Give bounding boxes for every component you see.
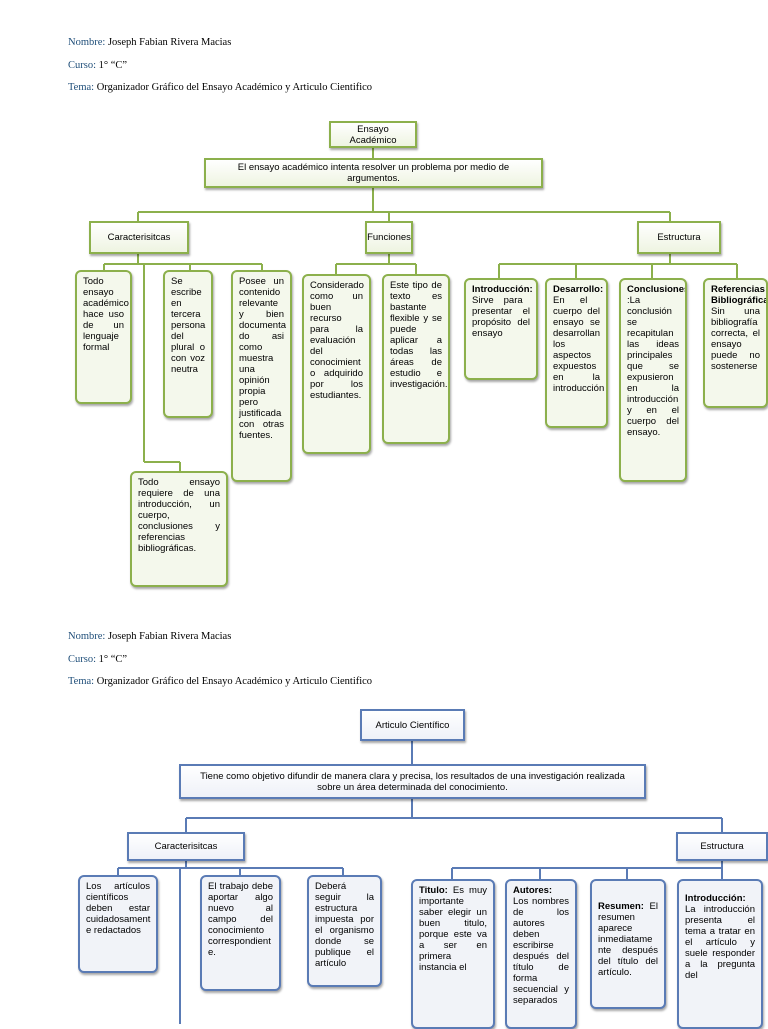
essay-estructura-referencias: Referencias Bibliográficas: Sin una bibl… [703,278,768,408]
article-estructura-introduccion: Introducción: La introducción presenta e… [677,879,763,1029]
article-estructura-titulo-title: Titulo: [419,885,448,896]
student-name-2: Nombre: Joseph Fabian Rivera Macias [68,630,231,643]
name-label-2: Nombre: [68,631,106,642]
course-2: Curso: 1° “C” [68,653,127,666]
essay-estructura-referencias-title: Referencias Bibliográfica [711,284,768,306]
article-estructura-resumen-title: Resumen: [598,901,644,912]
essay-estructura-introduccion-text: Sirve para presentar el propósito del en… [472,295,530,339]
article-estructura-autores: Autores: Los nombres de los autores debe… [505,879,577,1029]
essay-root-node: Ensayo Académico [329,121,417,148]
essay-estructura-conclusiones-text: :La conclusión se recapitulan las ideas … [627,295,679,438]
article-root-node: Articulo Científico [360,709,465,741]
article-definition-node: Tiene como objetivo difundir de manera c… [179,764,646,799]
essay-branch-estructura: Estructura [637,221,721,254]
topic-value-2: Organizador Gráfico del Ensayo Académico… [94,676,373,687]
topic-label-2: Tema: [68,676,95,687]
essay-caracteristica-3: Posee un contenido relevante y bien docu… [231,270,292,482]
article-caracteristica-3: Deberá seguir la estructura impuesta por… [307,875,382,987]
article-estructura-introduccion-text: La introducción presenta el tema a trata… [685,904,755,981]
course: Curso: 1° “C” [68,59,127,72]
article-branch-caracteristicas: Caracterisitcas [127,832,245,861]
article-estructura-autores-text: Los nombres de los autores deben escribi… [513,896,569,1006]
student-name: Nombre: Joseph Fabian Rivera Macias [68,36,231,49]
essay-caracteristica-1: Todo ensayo académico hace uso de un len… [75,270,132,404]
article-estructura-introduccion-title: Introducción: [685,893,746,904]
article-branch-estructura: Estructura [676,832,768,861]
article-estructura-resumen: Resumen: El resumen aparece inmediatame … [590,879,666,1009]
topic-value: Organizador Gráfico del Ensayo Académico… [94,82,373,93]
topic-2: Tema: Organizador Gráfico del Ensayo Aca… [68,675,372,688]
essay-funcion-1: Considerado como un buen recurso para la… [302,274,371,454]
essay-branch-funciones: Funciones [365,221,413,254]
topic: Tema: Organizador Gráfico del Ensayo Aca… [68,81,372,94]
essay-branch-caracteristicas: Caracterisitcas [89,221,189,254]
essay-caracteristica-4: Todo ensayo requiere de una introducción… [130,471,228,587]
course-label-2: Curso: [68,654,97,665]
essay-estructura-introduccion: Introducción: Sirve para presentar el pr… [464,278,538,380]
essay-estructura-introduccion-title: Introducción: [472,284,533,295]
essay-caracteristica-2: Se escribe en tercera persona del plural… [163,270,213,418]
course-label: Curso: [68,60,97,71]
essay-definition-node: El ensayo académico intenta resolver un … [204,158,543,188]
article-caracteristica-2: El trabajo debe aportar algo nuevo al ca… [200,875,281,991]
essay-estructura-conclusiones-title: Conclusiones [627,284,687,295]
essay-estructura-desarrollo: Desarrollo: En el cuerpo del ensayo se d… [545,278,608,428]
article-estructura-titulo: Titulo: Es muy importante saber elegir u… [411,879,495,1029]
course-value: 1° “C” [96,60,128,71]
essay-estructura-desarrollo-text: En el cuerpo del ensayo se desarrollan l… [553,295,605,394]
name-label: Nombre: [68,37,106,48]
essay-funcion-2: Este tipo de texto es bastante flexible … [382,274,450,444]
article-estructura-autores-title: Autores: [513,885,553,896]
name-value-2: Joseph Fabian Rivera Macias [105,631,232,642]
course-value-2: 1° “C” [96,654,128,665]
article-caracteristica-1: Los artículos científicos deben estar cu… [78,875,158,973]
article-estructura-titulo-text: Es muy importante saber elegir un buen t… [419,885,487,973]
article-estructura-resumen-text: El resumen aparece inmediatame nte despu… [598,901,658,978]
essay-estructura-referencias-text: s: Sin una bibliografía correcta, el ens… [711,306,760,372]
name-value: Joseph Fabian Rivera Macias [105,37,232,48]
essay-estructura-desarrollo-title: Desarrollo: [553,284,604,295]
essay-estructura-conclusiones: Conclusiones :La conclusión se recapitul… [619,278,687,482]
topic-label: Tema: [68,82,95,93]
